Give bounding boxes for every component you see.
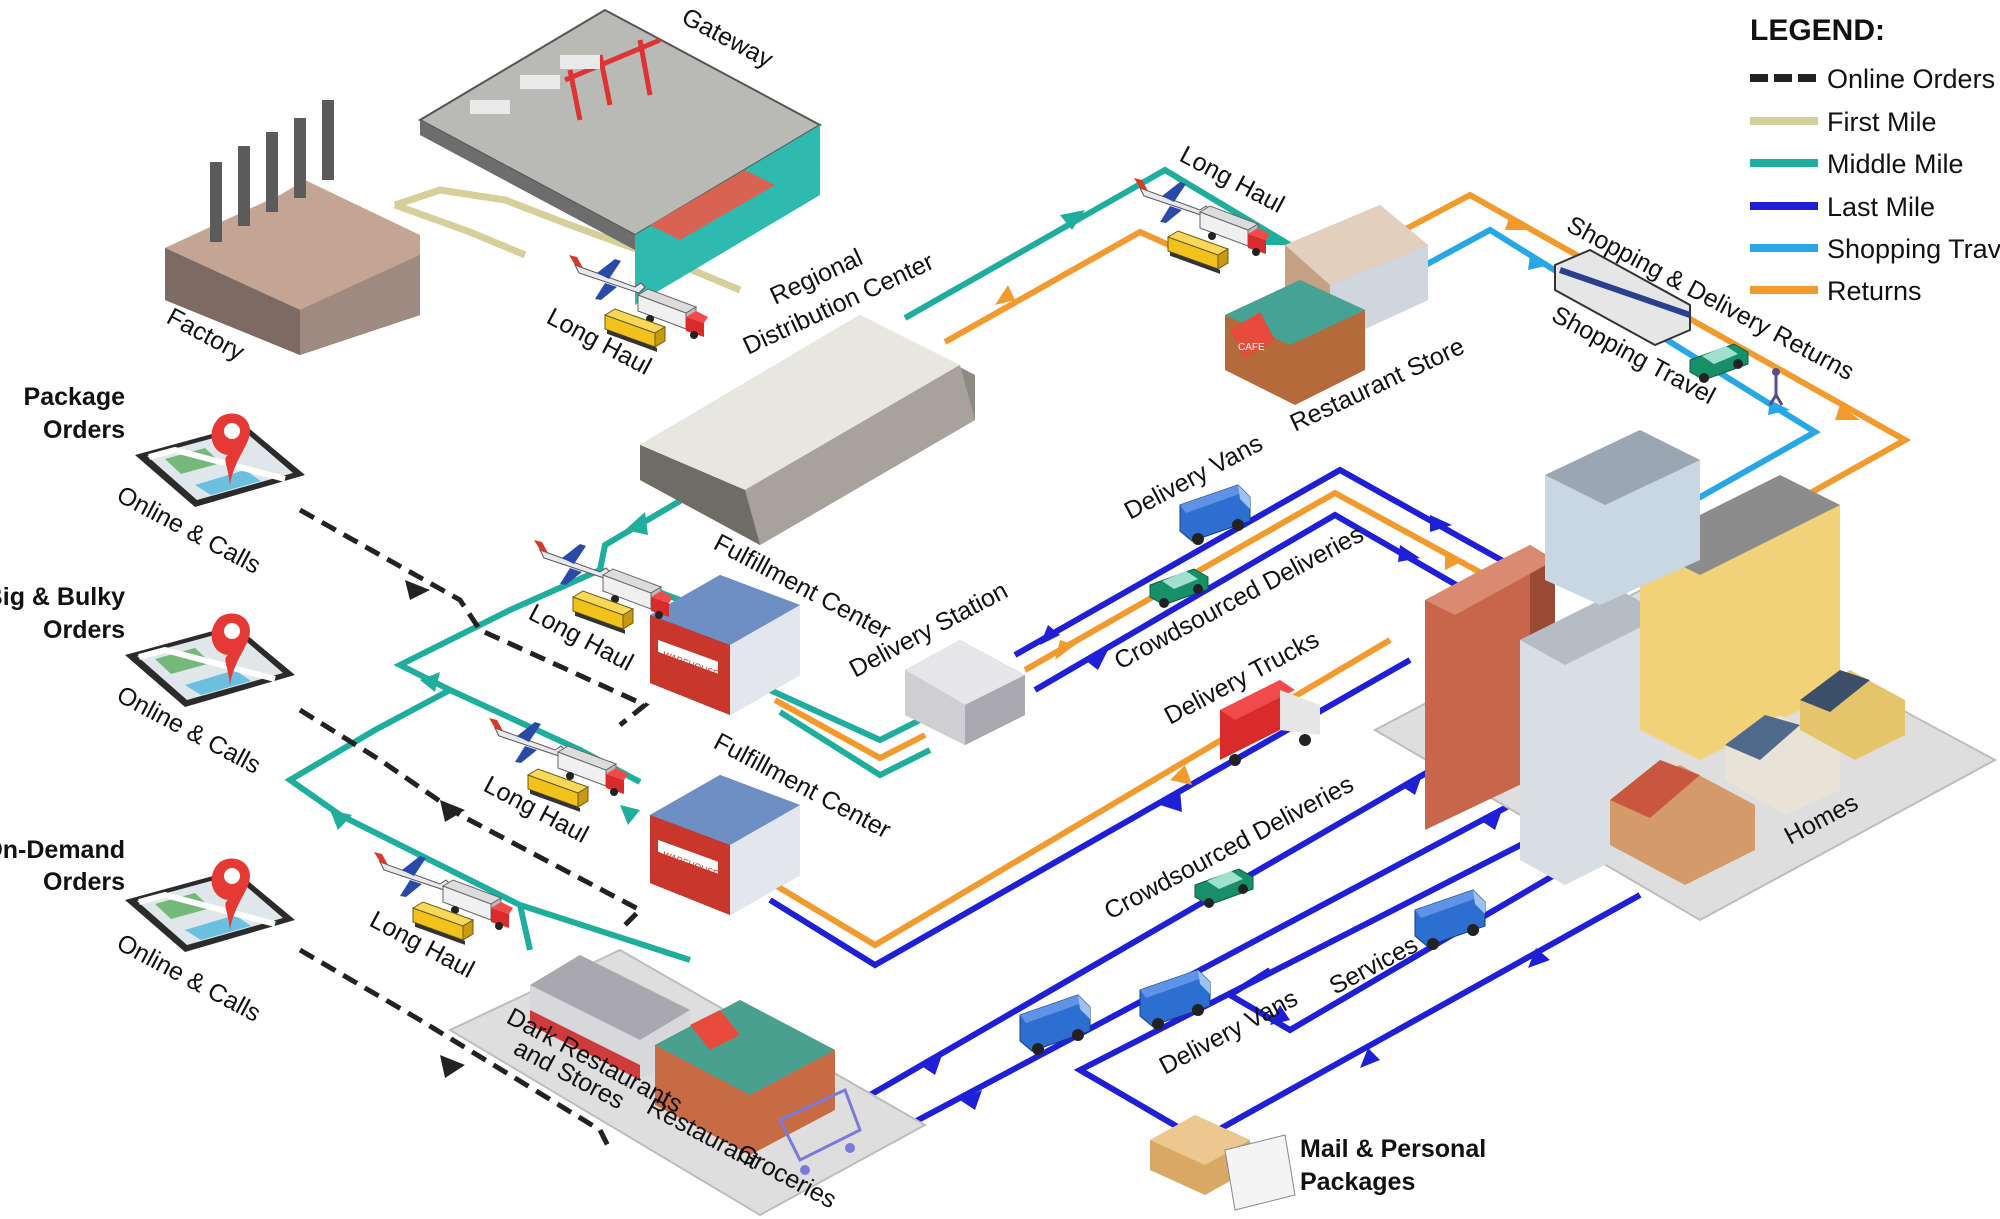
station-to-homes-returns bbox=[1023, 489, 1487, 673]
mail-label-line2: Packages bbox=[1300, 1168, 1415, 1196]
online-orders-ondemand bbox=[298, 947, 613, 1152]
mail-packages-icon bbox=[1150, 1115, 1296, 1211]
mail-route bbox=[1073, 827, 1642, 1144]
package-orders-line2: Orders bbox=[43, 416, 125, 444]
legend-label-first-mile: First Mile bbox=[1827, 107, 1937, 137]
city-buildings bbox=[1425, 430, 1905, 885]
returns-arrows bbox=[995, 215, 1860, 785]
returns-store-rdc bbox=[943, 228, 1182, 345]
ondemand-orders-line2: Orders bbox=[43, 868, 125, 896]
plane-icon-5 bbox=[373, 851, 451, 898]
restaurant-store: CAFE bbox=[1225, 205, 1428, 405]
dark-restaurants-stores bbox=[530, 955, 690, 1080]
legend-item-last-mile: Last Mile bbox=[1750, 192, 1935, 222]
delivery-station bbox=[905, 640, 1025, 745]
legend-item-first-mile: First Mile bbox=[1750, 107, 1937, 137]
legend-label-returns: Returns bbox=[1827, 276, 1922, 306]
factory bbox=[165, 100, 420, 355]
bus-icon bbox=[1554, 248, 1691, 347]
gateway-port bbox=[417, 8, 823, 305]
mail-label-line1: Mail & Personal bbox=[1300, 1135, 1486, 1163]
crowdsourced-label-2: Crowdsourced Deliveries bbox=[1100, 770, 1359, 925]
dark-to-homes-2 bbox=[888, 797, 1522, 1138]
ondemand-orders-line1: On-Demand bbox=[0, 836, 125, 864]
legend-item-online-orders: Online Orders bbox=[1750, 64, 1995, 94]
grocery-cart-icon bbox=[777, 1087, 862, 1175]
legend-label-online-orders: Online Orders bbox=[1827, 64, 1995, 94]
delivery-van-icon-4 bbox=[1414, 889, 1486, 951]
legend-item-returns: Returns bbox=[1750, 276, 1922, 306]
plane-icon-1 bbox=[568, 254, 646, 301]
delivery-truck-icon bbox=[1220, 680, 1320, 766]
services-label: Services bbox=[1325, 931, 1423, 1001]
legend-label-shopping-travel: Shopping Travel bbox=[1827, 234, 2000, 264]
fulfillment-center-2: WAREHOUSE bbox=[650, 775, 800, 915]
plane-icon-2 bbox=[1133, 177, 1211, 224]
legend-item-middle-mile: Middle Mile bbox=[1750, 149, 1964, 179]
train-icon-2 bbox=[1167, 230, 1229, 275]
fulfillment-center-1: WAREHOUSE bbox=[650, 575, 800, 715]
package-orders-line1: Package bbox=[24, 383, 126, 411]
vehicles bbox=[373, 177, 1784, 1056]
station-to-homes-1 bbox=[1013, 466, 1512, 658]
online-orders-package bbox=[298, 507, 650, 727]
fc1-teal-2 bbox=[778, 709, 932, 779]
fc2-to-homes-returns bbox=[773, 637, 1392, 949]
restaurant-building bbox=[655, 1000, 835, 1155]
shopping-arrows bbox=[1528, 255, 1790, 415]
legend-label-middle-mile: Middle Mile bbox=[1827, 149, 1964, 179]
legend-label-last-mile: Last Mile bbox=[1827, 192, 1935, 222]
legend-item-shopping-travel: Shopping Travel bbox=[1750, 234, 2000, 264]
bulky-orders-line1: Big & Bulky bbox=[0, 583, 125, 611]
station-to-homes-2 bbox=[1033, 511, 1467, 693]
online-orders-bulky bbox=[298, 707, 645, 927]
phone-package bbox=[135, 413, 305, 507]
cafe-sign: CAFE bbox=[1238, 342, 1265, 353]
person-icon bbox=[1768, 368, 1784, 406]
legend: LEGEND: Online Orders First Mile Middle … bbox=[1750, 14, 2000, 306]
fc1-to-station bbox=[768, 687, 922, 744]
legend-title: LEGEND: bbox=[1750, 14, 1885, 47]
middle-mile-arrows bbox=[330, 210, 1290, 830]
fc1-returns bbox=[773, 697, 927, 762]
phone-icon-3 bbox=[125, 870, 295, 952]
regional-distribution-center bbox=[640, 315, 975, 545]
dark-to-homes-1 bbox=[868, 762, 1442, 1098]
bulky-orders-line2: Orders bbox=[43, 616, 125, 644]
phone-ondemand bbox=[125, 858, 295, 952]
online-orders-arrows bbox=[405, 580, 465, 1078]
